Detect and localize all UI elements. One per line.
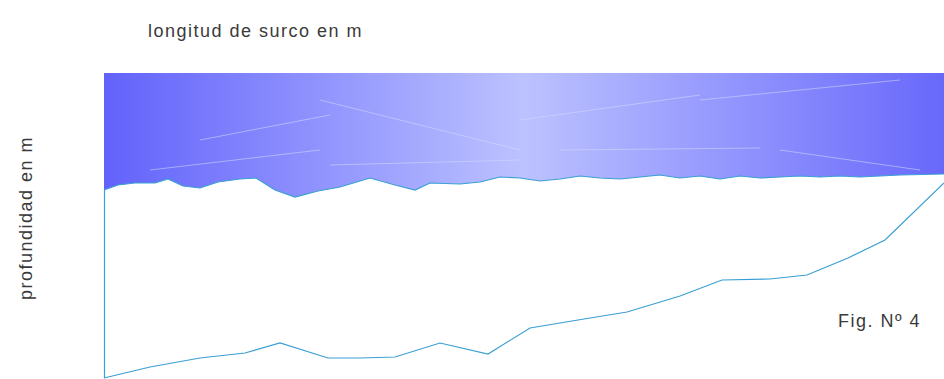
figure-caption: Fig. Nº 4 [838, 312, 921, 330]
water-band [104, 73, 944, 197]
axis-label: profundidad en m [17, 136, 35, 300]
infiltration-front [104, 183, 944, 378]
start-line [104, 190, 105, 378]
axis-label: longitud de surco en m [148, 22, 363, 40]
water-surface [104, 174, 944, 197]
band-streaks [150, 80, 920, 170]
